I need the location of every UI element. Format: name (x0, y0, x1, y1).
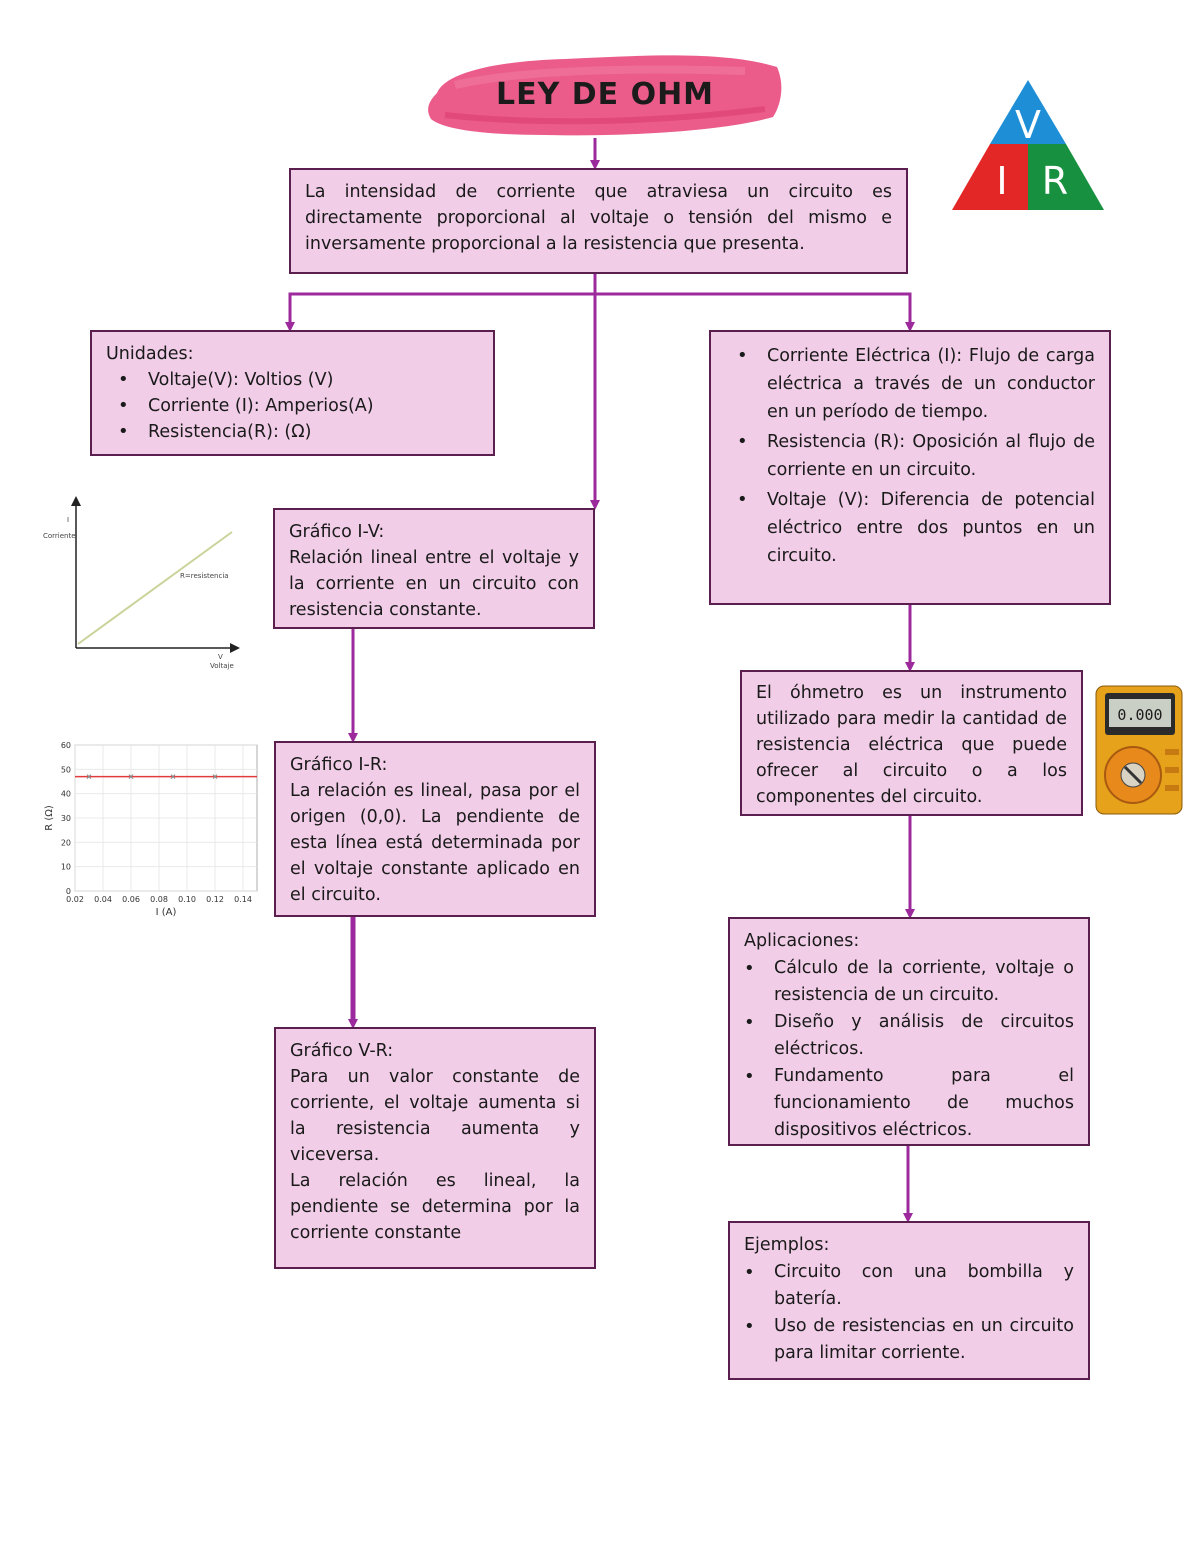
ri-x-tick-label: 0.14 (234, 895, 252, 904)
triangle-right (1028, 144, 1104, 210)
triangle-left (952, 144, 1028, 210)
multimeter-screen (1109, 699, 1171, 727)
iv-y-label: Corriente (43, 532, 76, 540)
ri-x-axis-label: I (A) (156, 907, 177, 918)
triangle-label-i: I (996, 159, 1007, 203)
graph-vr-box: Gráfico V-R: Para un valor constante de … (274, 1027, 596, 1269)
graph-vr-text-1: Para un valor constante de corriente, el… (290, 1067, 580, 1165)
application-item: Diseño y análisis de circuitos eléctrico… (744, 1009, 1074, 1063)
units-item-resistance: Resistencia(R): (Ω) (118, 419, 479, 445)
iv-x-arrow-icon (230, 643, 240, 653)
ri-x-tick-label: 0.12 (206, 895, 224, 904)
examples-box: Ejemplos: Circuito con una bombilla y ba… (728, 1221, 1090, 1380)
concept-voltage: Voltaje (V): Diferencia de potencial elé… (737, 486, 1095, 570)
ri-y-tick-label: 20 (61, 838, 71, 847)
ri-data-point (86, 774, 92, 780)
ri-x-tick-label: 0.06 (122, 895, 140, 904)
graph-ir-heading: Gráfico I-R: (290, 755, 388, 775)
title-banner: LEY DE OHM (425, 45, 785, 145)
ri-y-tick-label: 60 (61, 741, 71, 750)
ri-x-tick-label: 0.04 (94, 895, 112, 904)
ri-x-tick-label: 0.10 (178, 895, 196, 904)
brush-stroke (428, 55, 782, 136)
iv-line-label: R=resistencia (180, 572, 229, 580)
triangle-label-r: R (1042, 159, 1068, 203)
iv-line (77, 531, 233, 645)
ri-y-tick-label: 50 (61, 765, 71, 774)
concept-current: Corriente Eléctrica (I): Flujo de carga … (737, 342, 1095, 426)
graph-ir-text: La relación es lineal, pasa por el orige… (290, 781, 580, 905)
ri-data-point (212, 774, 218, 780)
ri-y-tick-label: 30 (61, 814, 71, 823)
page-title: LEY DE OHM (495, 77, 715, 112)
ri-data-point (170, 774, 176, 780)
ohmmeter-text: El óhmetro es un instrumento utilizado p… (756, 683, 1067, 807)
ri-y-tick-label: 10 (61, 863, 71, 872)
application-item: Fundamento para el funcionamiento de muc… (744, 1063, 1074, 1144)
iv-chart: I Corriente V Voltaje R=resistencia (40, 492, 250, 672)
ri-data-point (128, 774, 134, 780)
iv-y-arrow-icon (71, 496, 81, 506)
ri-y-tick-label: 0 (66, 887, 71, 896)
triangle-top (990, 80, 1066, 144)
ri-y-axis-label: R (Ω) (44, 805, 55, 831)
graph-ir-box: Gráfico I-R: La relación es lineal, pasa… (274, 741, 596, 917)
application-item: Cálculo de la corriente, voltaje o resis… (744, 955, 1074, 1009)
iv-x-label-top: V (218, 653, 223, 661)
example-item: Uso de resistencias en un circuito para … (744, 1313, 1074, 1367)
graph-iv-heading: Gráfico I-V: (289, 522, 385, 542)
graph-iv-box: Gráfico I-V: Relación lineal entre el vo… (273, 508, 595, 629)
example-item: Circuito con una bombilla y batería. (744, 1259, 1074, 1313)
units-box: Unidades: Voltaje(V): Voltios (V) Corrie… (90, 330, 495, 456)
ri-x-tick-label: 0.02 (66, 895, 84, 904)
triangle-label-v: V (1015, 103, 1041, 147)
graph-iv-text: Relación lineal entre el voltaje y la co… (289, 548, 579, 620)
multimeter-image: 0.000 (1095, 685, 1183, 815)
definition-box: La intensidad de corriente que atraviesa… (289, 168, 908, 274)
vir-triangle: V I R (950, 78, 1106, 212)
concept-resistance: Resistencia (R): Oposición al flujo de c… (737, 428, 1095, 484)
units-item-voltage: Voltaje(V): Voltios (V) (118, 367, 479, 393)
ri-y-tick-label: 40 (61, 790, 71, 799)
examples-heading: Ejemplos: (744, 1235, 830, 1255)
units-item-current: Corriente (I): Amperios(A) (118, 393, 479, 419)
graph-vr-heading: Gráfico V-R: (290, 1041, 394, 1061)
graph-vr-text-2: La relación es lineal, la pendiente se d… (290, 1171, 580, 1243)
ri-x-tick-label: 0.08 (150, 895, 168, 904)
applications-box: Aplicaciones: Cálculo de la corriente, v… (728, 917, 1090, 1146)
applications-heading: Aplicaciones: (744, 931, 860, 951)
ri-chart: 0 10 20 30 40 50 60 0.02 0.04 0.06 0.08 0.10 0.12 0.1… (40, 735, 265, 925)
concepts-box: Corriente Eléctrica (I): Flujo de carga … (709, 330, 1111, 605)
iv-x-label: Voltaje (210, 662, 234, 670)
iv-y-label-top: I (67, 516, 69, 524)
definition-text: La intensidad de corriente que atraviesa… (305, 182, 892, 254)
multimeter-reading: 0.000 (1117, 706, 1162, 724)
units-heading: Unidades: (106, 344, 194, 364)
ohmmeter-box: El óhmetro es un instrumento utilizado p… (740, 670, 1083, 816)
